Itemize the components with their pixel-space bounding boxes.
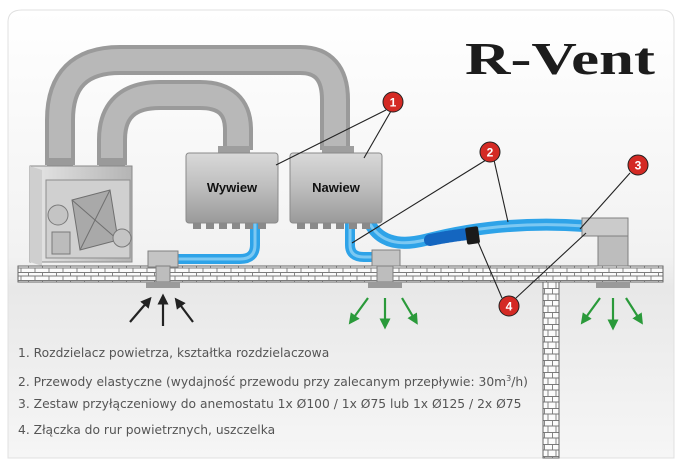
intake-arrows	[129, 293, 194, 326]
plenum-connector	[368, 249, 402, 288]
distributor-exhaust	[185, 146, 279, 229]
recuperator-unit	[29, 158, 133, 266]
marker-number: 2	[487, 146, 494, 160]
marker-number: 1	[390, 96, 397, 110]
supply-arrows	[348, 297, 418, 330]
legend-item-2-suffix: /h)	[511, 374, 528, 389]
insulated-duct	[45, 45, 350, 165]
marker-number: 4	[506, 300, 513, 314]
exhaust-label: Wywiew	[207, 180, 258, 195]
marker-number: 3	[635, 159, 642, 173]
legend: 1. Rozdzielacz powietrza, kształtka rozd…	[18, 345, 578, 447]
supply-arrows	[580, 297, 643, 331]
brand-logo: R-Vent	[465, 33, 656, 84]
wall	[542, 281, 560, 459]
distributor-supply	[289, 146, 383, 229]
plenum-connector-large	[581, 217, 630, 288]
legend-item-2-text: 2. Przewody elastyczne (wydajność przewo…	[18, 374, 507, 389]
coupling	[465, 226, 480, 245]
marker-4: 4	[498, 295, 520, 317]
plenum-connector	[146, 250, 180, 288]
flexible-duct	[173, 218, 591, 264]
legend-item-3: 3. Zestaw przyłączeniowy do anemostatu 1…	[18, 397, 522, 411]
legend-item-2-superscript: 3	[506, 373, 512, 383]
legend-item-4: 4. Złączka do rur powietrznych, uszczelk…	[18, 422, 276, 437]
background-panel	[7, 9, 675, 459]
floor-slab	[17, 265, 664, 283]
supply-label: Nawiew	[312, 180, 361, 195]
legend-item-2: 2. Przewody elastyczne (wydajność przewo…	[18, 371, 578, 397]
marker-1: 1	[382, 91, 404, 113]
callout-leaders	[275, 109, 631, 299]
marker-3: 3	[627, 154, 649, 176]
legend-item-1: 1. Rozdzielacz powietrza, kształtka rozd…	[18, 346, 330, 360]
marker-2: 2	[479, 141, 501, 163]
